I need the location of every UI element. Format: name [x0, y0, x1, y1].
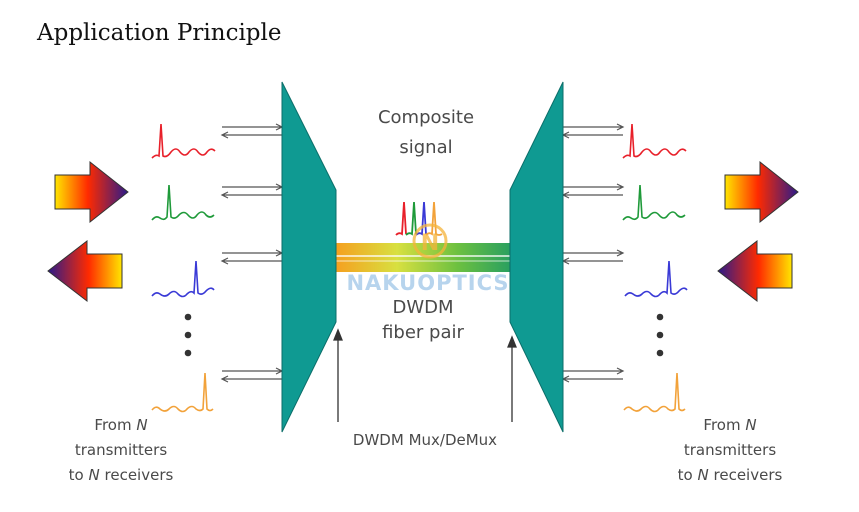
nakuoptics-watermark: N NAKUOPTICS	[346, 223, 509, 295]
dwdm-label-line1: DWDM	[392, 297, 453, 318]
left-peak-blue	[151, 260, 215, 298]
right-demux	[509, 81, 564, 433]
right-peak-green	[622, 184, 686, 221]
svg-text:From N: From N	[94, 416, 147, 434]
dwdm-fiber-pair	[336, 243, 510, 272]
left-caption-n1: N	[136, 416, 147, 434]
dwdm-label-line2: fiber pair	[382, 322, 464, 343]
composite-label-line2: signal	[399, 137, 452, 158]
left-peak-red	[151, 123, 216, 159]
right-channel-arrows	[561, 123, 625, 383]
right-caption-transmitters: transmitters	[684, 441, 776, 459]
left-caption: From N transmitters to N receivers	[69, 416, 174, 484]
left-input-arrow	[47, 239, 123, 303]
composite-label-line1: Composite	[378, 107, 474, 128]
svg-text:to N receivers: to N receivers	[69, 466, 174, 484]
left-output-arrow	[54, 160, 129, 224]
right-caption-receivers: receivers	[709, 466, 783, 484]
watermark-letter: N	[421, 231, 439, 256]
mux-pointer-lines	[333, 328, 517, 422]
right-output-arrow	[724, 160, 799, 224]
right-peak-red	[622, 123, 687, 159]
left-ellipsis-dots	[184, 313, 192, 357]
right-caption-n1: N	[745, 416, 756, 434]
left-caption-n2: N	[89, 466, 100, 484]
left-peak-orange	[151, 372, 214, 413]
left-mux	[281, 81, 337, 433]
right-peak-orange	[623, 372, 686, 413]
watermark-text: NAKUOPTICS	[346, 271, 509, 295]
page-title: Application Principle	[37, 20, 282, 46]
left-peak-green	[151, 184, 215, 221]
right-caption-n2: N	[698, 466, 709, 484]
left-caption-to: to	[69, 466, 89, 484]
right-ellipsis-dots	[656, 313, 664, 357]
left-caption-receivers: receivers	[100, 466, 174, 484]
mux-label: DWDM Mux/DeMux	[353, 431, 497, 449]
right-input-arrow	[717, 239, 793, 303]
right-peak-blue	[624, 260, 688, 298]
right-caption: From N transmitters to N receivers	[678, 416, 783, 484]
right-caption-from: From	[703, 416, 745, 434]
left-channel-arrows	[220, 123, 284, 383]
svg-text:From N: From N	[703, 416, 756, 434]
left-caption-transmitters: transmitters	[75, 441, 167, 459]
right-caption-to: to	[678, 466, 698, 484]
svg-text:to N receivers: to N receivers	[678, 466, 783, 484]
left-caption-from: From	[94, 416, 136, 434]
